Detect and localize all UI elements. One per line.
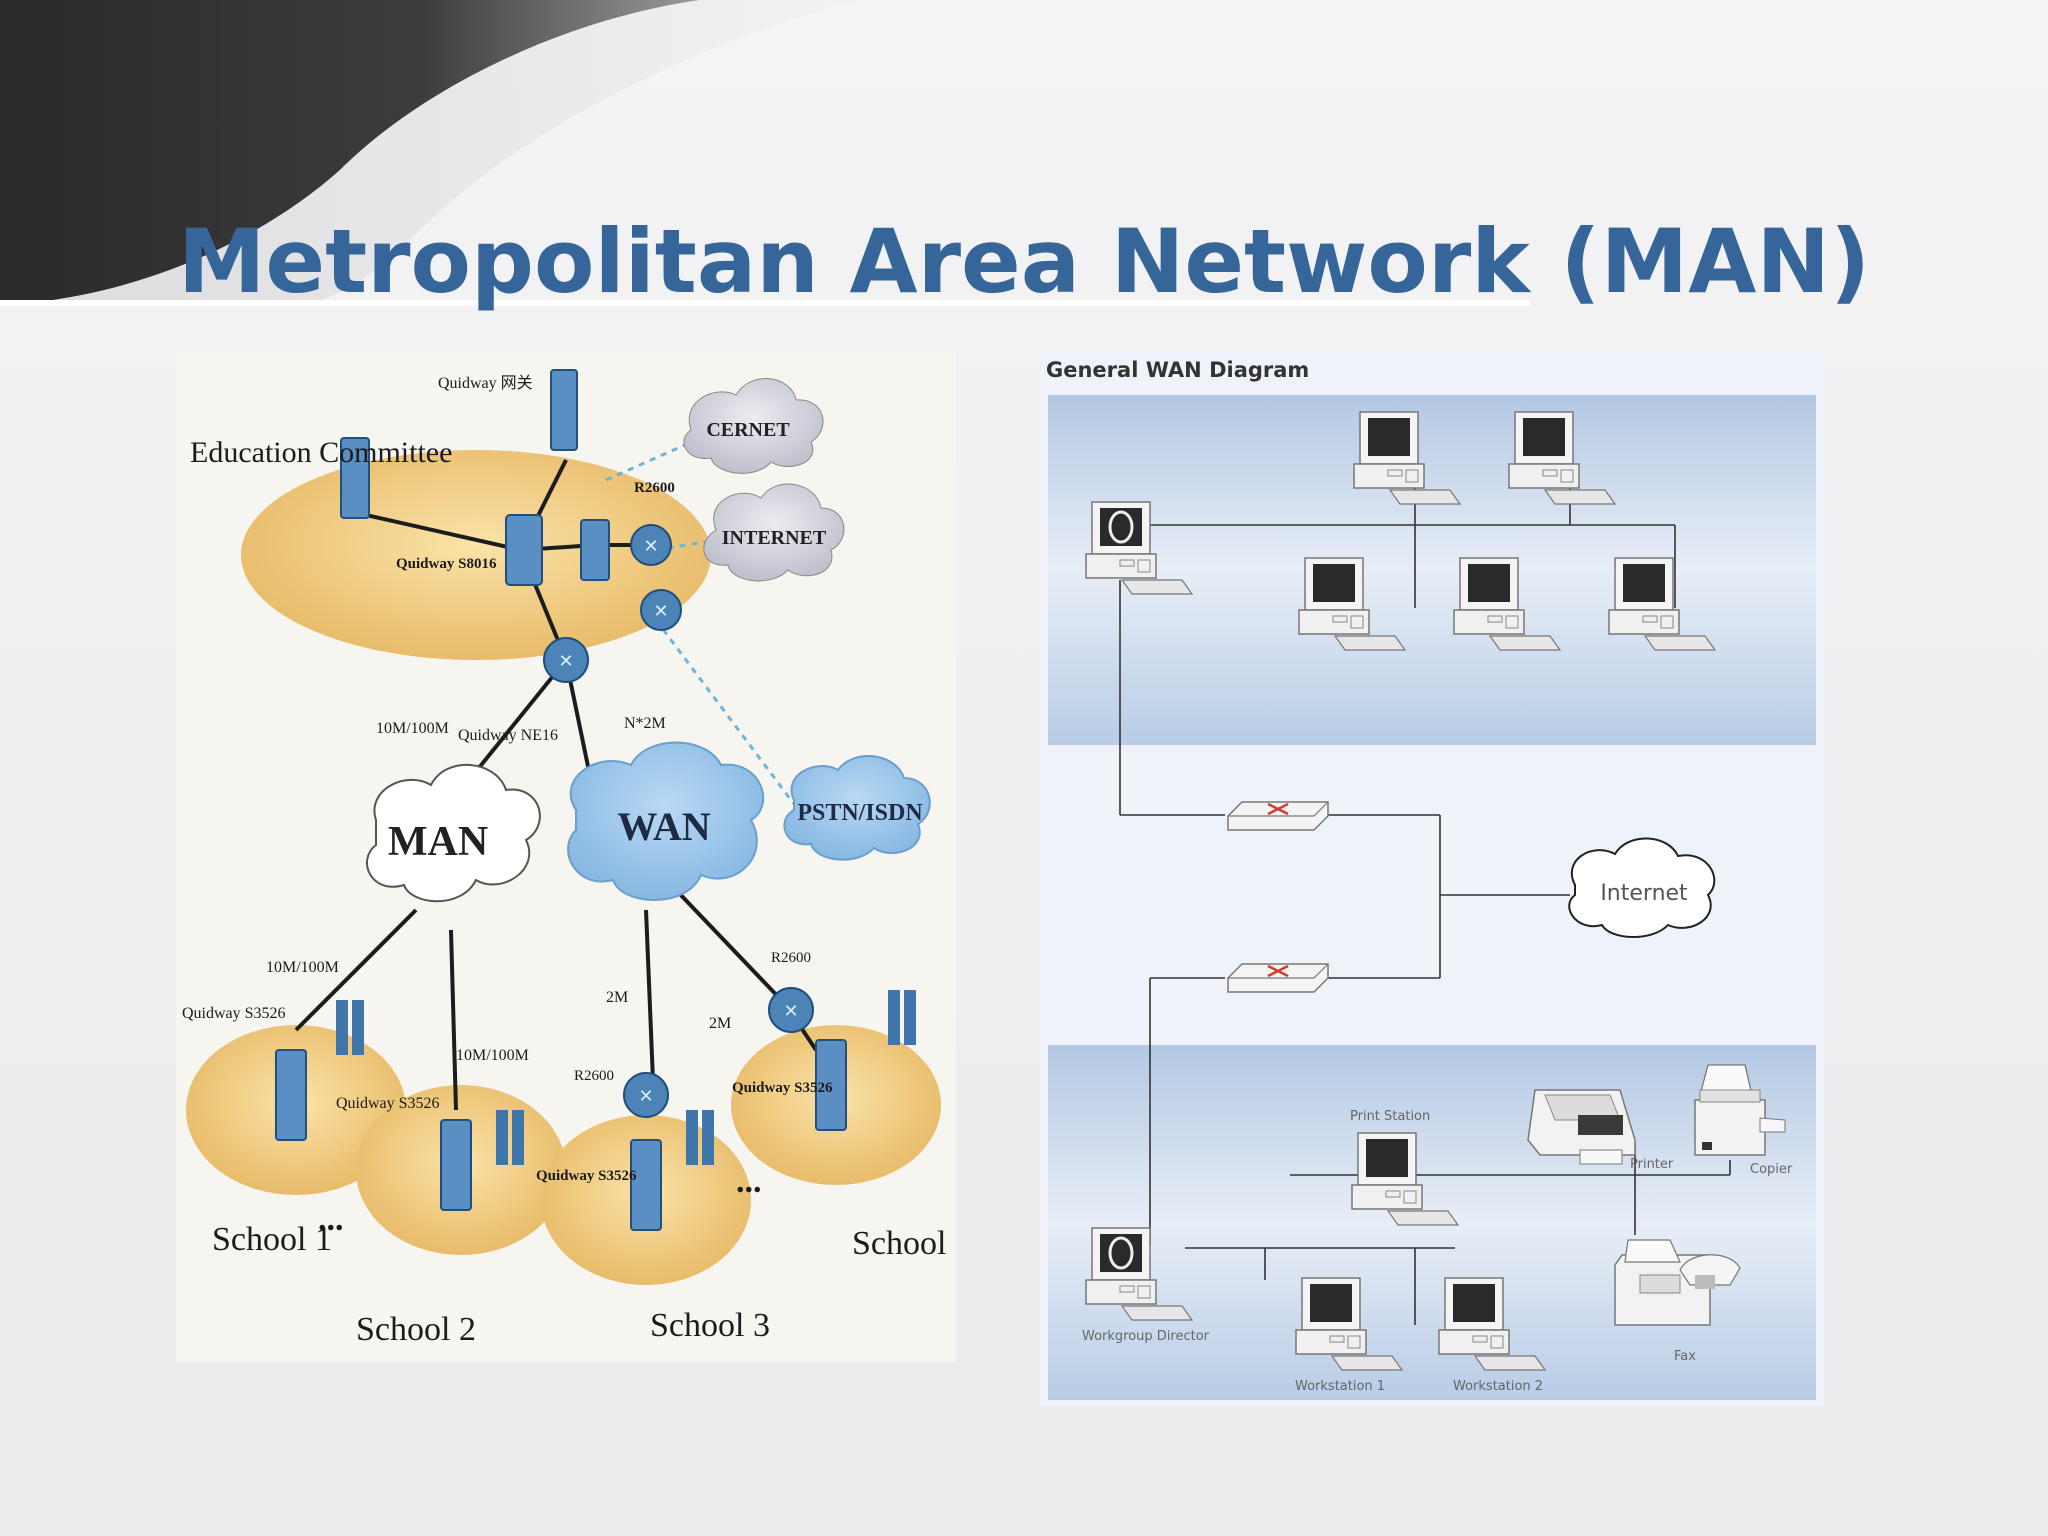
wan-router-2 — [1226, 962, 1330, 994]
quidway-gateway-device — [550, 369, 578, 451]
router-r2600-right — [768, 987, 814, 1033]
internet-label: INTERNET — [722, 527, 827, 549]
pstn-isdn-cloud: PSTN/ISDN — [783, 755, 931, 861]
fax-label: Fax — [1674, 1349, 1696, 1364]
print-station-label: Print Station — [1350, 1109, 1430, 1124]
r2600-mid-label: R2600 — [574, 1068, 614, 1084]
link-10m-100m-mid-label: 10M/100M — [456, 1047, 529, 1064]
svg-text:✕: ✕ — [558, 651, 573, 671]
header-swoosh-decoration — [0, 0, 1530, 306]
quidway-s8016-switch — [505, 514, 543, 586]
workgroup-director-label: Workgroup Director — [1082, 1329, 1210, 1344]
quidway-s3526-2-label: Quidway S3526 — [336, 1095, 440, 1112]
man-router-marks: ✕ ✕ ✕ ✕ ✕ — [558, 536, 798, 1106]
man-cloud: MAN — [365, 763, 541, 903]
slide-title: Metropolitan Area Network (MAN) — [177, 210, 1871, 313]
link-10m-100m-top-label: 10M/100M — [376, 720, 449, 737]
copier-label: Copier — [1750, 1162, 1793, 1177]
school-n-label: School N — [852, 1225, 956, 1262]
svg-text:✕: ✕ — [653, 601, 668, 621]
workstation-2-label: Workstation 2 — [1453, 1379, 1543, 1394]
quidway-s3526-3-label: Quidway S3526 — [536, 1168, 637, 1184]
school-1-label: School 1 — [212, 1221, 332, 1258]
school-2-label: School 2 — [356, 1311, 476, 1348]
school-n-tower-b — [904, 990, 916, 1045]
internet-label: Internet — [1600, 881, 1688, 906]
education-committee-label: Education Committee — [190, 436, 452, 469]
link-10m-100m-left-label: 10M/100M — [266, 959, 339, 976]
router-r2600-top — [630, 524, 672, 566]
svg-text:✕: ✕ — [638, 1086, 653, 1106]
man-switches — [275, 369, 847, 1231]
wan-internet-cloud: Internet — [1568, 837, 1716, 938]
quidway-gateway-label: Quidway 网关 — [438, 374, 533, 392]
man-diagram: CERNET INTERNET MAN WAN PSTN/ISDN ✕ — [176, 350, 980, 1362]
r2600-right-label: R2600 — [771, 950, 811, 966]
education-server — [340, 437, 370, 519]
school-1-tower-b — [352, 1000, 364, 1055]
school-2-switch — [440, 1119, 472, 1211]
school-3-tower-a — [686, 1110, 698, 1165]
school-n-tower-a — [888, 990, 900, 1045]
man-server-towers — [336, 990, 916, 1165]
printer-device — [1527, 1089, 1636, 1165]
school-1-tower-a — [336, 1000, 348, 1055]
router-border — [640, 589, 682, 631]
quidway-s3526-n-label: Quidway S3526 — [732, 1080, 833, 1096]
ellipsis-2-label: ... — [736, 1163, 762, 1200]
printer-label: Printer — [1630, 1157, 1674, 1172]
man-routers — [543, 524, 814, 1118]
router-r2600-mid — [623, 1072, 669, 1118]
svg-text:✕: ✕ — [643, 536, 658, 556]
school-3-switch — [630, 1139, 662, 1231]
cernet-label: CERNET — [706, 419, 790, 441]
internet-cloud: INTERNET — [703, 483, 845, 582]
fax-device — [1614, 1239, 1741, 1326]
school-3-label: School 3 — [650, 1307, 770, 1344]
wan-diagram-heading: General WAN Diagram — [1046, 358, 1309, 382]
ellipsis-1-label: ... — [318, 1201, 344, 1238]
wan-diagram-panel: General WAN Diagram — [1040, 350, 1824, 1405]
n-2m-label: N*2M — [624, 715, 666, 732]
quidway-s3526-1-label: Quidway S3526 — [182, 1005, 286, 1022]
quidway-s8016-label: Quidway S8016 — [396, 556, 497, 572]
man-label: MAN — [388, 819, 488, 865]
school-2-tower-b — [512, 1110, 524, 1165]
man-diagram-panel: CERNET INTERNET MAN WAN PSTN/ISDN ✕ — [176, 350, 980, 1362]
link-2m-1-label: 2M — [606, 989, 628, 1006]
school-3-tower-b — [702, 1110, 714, 1165]
pstn-isdn-label: PSTN/ISDN — [797, 800, 923, 826]
svg-text:✕: ✕ — [783, 1001, 798, 1021]
core-switch-2 — [580, 519, 610, 581]
wan-diagram: General WAN Diagram — [1040, 350, 1824, 1405]
school-1-switch — [275, 1049, 307, 1141]
cernet-cloud: CERNET — [683, 378, 824, 474]
copier-device — [1694, 1064, 1786, 1156]
wan-cloud: WAN — [567, 741, 765, 901]
wan-router-1 — [1226, 800, 1330, 832]
school-2-tower-a — [496, 1110, 508, 1165]
router-quidway-ne16 — [543, 637, 589, 683]
link-2m-2-label: 2M — [709, 1015, 731, 1032]
r2600-top-label: R2600 — [634, 480, 675, 496]
wan-label: WAN — [617, 804, 710, 849]
school-n-switch — [815, 1039, 847, 1131]
wan-top-band — [1048, 395, 1816, 745]
workstation-1-label: Workstation 1 — [1295, 1379, 1385, 1394]
quidway-ne16-label: Quidway NE16 — [458, 727, 558, 744]
man-text-labels: Education Committee Quidway 网关 Quidway S… — [182, 374, 980, 1348]
